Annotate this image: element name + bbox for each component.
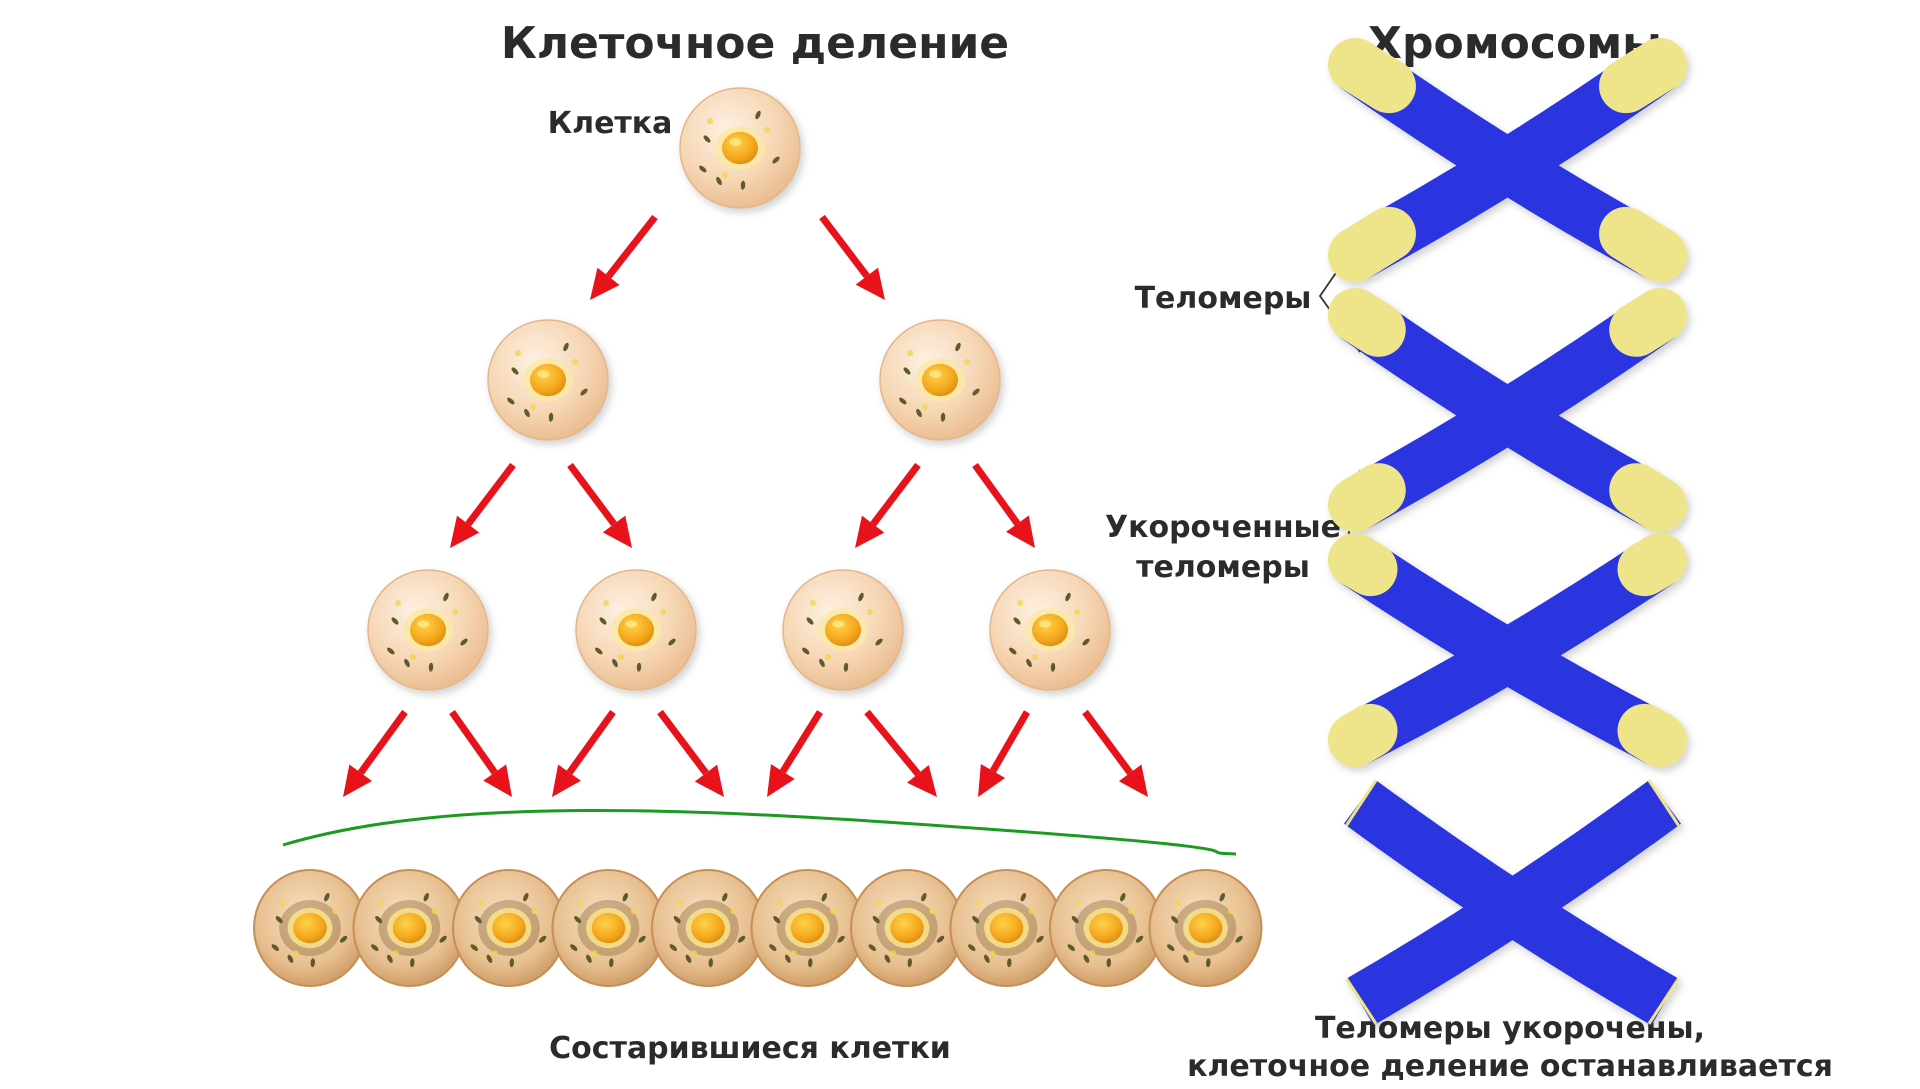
shortened-telomeres-label-line2: теломеры <box>1136 550 1310 585</box>
aged-cells-label: Состарившиеся клетки <box>549 1031 951 1066</box>
division-arrows <box>343 214 1148 797</box>
arrow-l1-0-0 <box>450 462 516 548</box>
arrow-l1-0-1 <box>567 462 632 548</box>
cell-gen2-1 <box>575 569 697 691</box>
cell-gen0-0 <box>679 87 801 209</box>
shortened-telomeres-label-line1: Укороченные <box>1105 510 1341 545</box>
arrow-l2-3 <box>657 709 724 797</box>
chromosome-1 <box>1328 288 1687 532</box>
arrow-l2-2 <box>552 709 616 797</box>
arrow-root-left <box>590 214 658 300</box>
cell-gen2-0 <box>367 569 489 691</box>
arrow-l2-4 <box>767 710 823 797</box>
dividing-cells <box>367 87 1111 691</box>
chromosome-3 <box>1343 779 1682 1026</box>
arrow-l2-0 <box>343 709 408 797</box>
arrow-l2-1 <box>449 709 512 797</box>
cell-gen2-3 <box>989 569 1111 691</box>
division-title: Клеточное деление <box>501 18 1009 69</box>
chromosome-0 <box>1328 38 1687 282</box>
chromosome-2 <box>1328 533 1687 767</box>
cell-gen1-1 <box>879 319 1001 441</box>
arrow-l1-1-1 <box>972 462 1035 548</box>
division-stops-label-line2: клеточное деление останавливается <box>1187 1049 1833 1084</box>
arrow-l1-1-0 <box>855 462 921 548</box>
aging-curve <box>282 809 1237 856</box>
aged-cell-8 <box>1049 869 1163 987</box>
arrow-root-right <box>819 214 885 300</box>
chromosomes-column <box>1328 38 1687 1026</box>
cell-label: Клетка <box>548 106 673 141</box>
aged-cell-7 <box>949 869 1064 987</box>
cell-gen2-2 <box>782 569 904 691</box>
aged-cell-1 <box>352 869 467 987</box>
telomeres-label: Теломеры <box>1135 281 1312 316</box>
aged-cell-6 <box>850 869 964 987</box>
aged-cell-0 <box>253 869 367 987</box>
aged-cell-2 <box>452 869 566 987</box>
aged-cells-row <box>253 869 1263 987</box>
arrow-l2-5 <box>864 709 937 797</box>
aged-cell-9 <box>1148 869 1263 987</box>
aged-cell-3 <box>551 869 666 987</box>
aged-cell-5 <box>750 869 865 987</box>
cell-gen1-0 <box>487 319 609 441</box>
aged-cell-4 <box>651 869 765 987</box>
arrow-l2-6 <box>978 710 1031 797</box>
arrow-l2-7 <box>1082 709 1148 797</box>
chromosomes-title: Хромосомы <box>1368 18 1662 69</box>
